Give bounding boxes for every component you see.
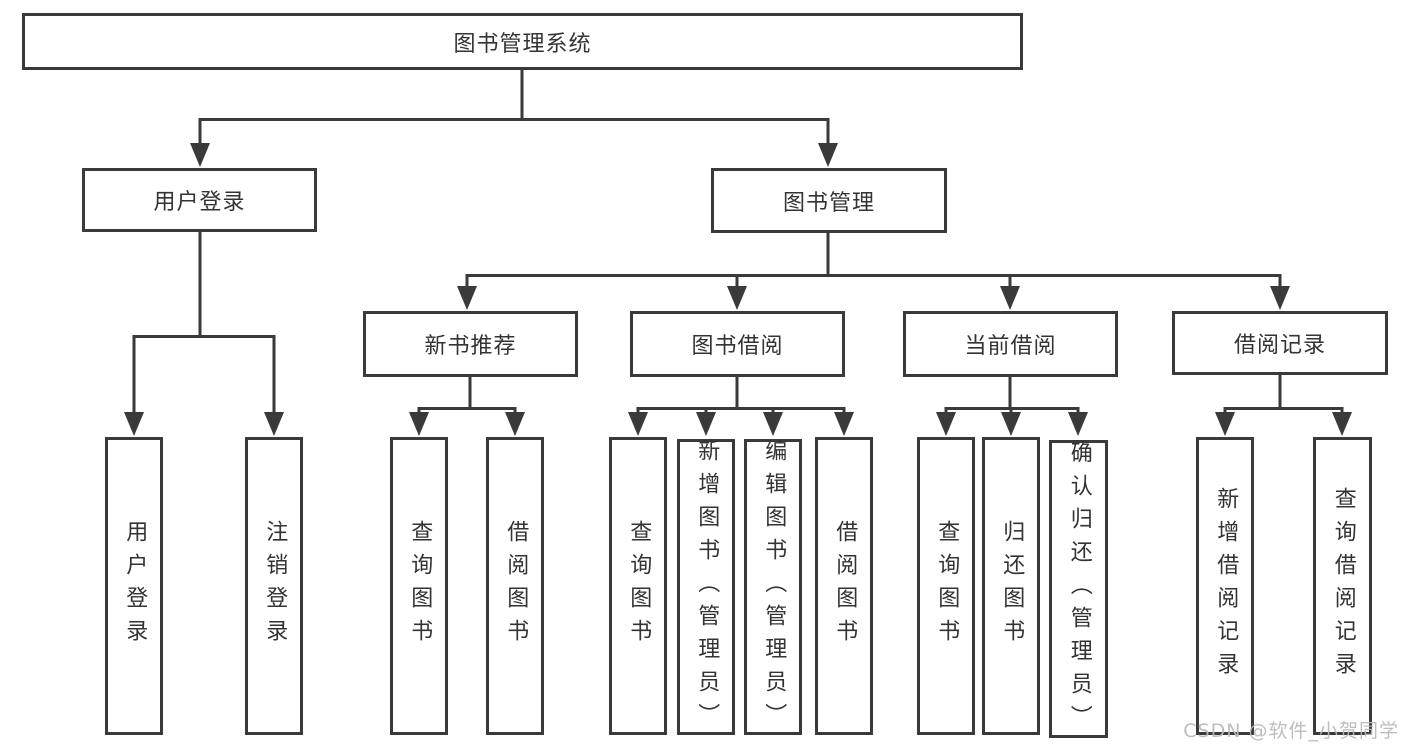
arrowhead — [1270, 286, 1290, 310]
node-borrow-records-label: 借阅记录 — [1233, 333, 1326, 358]
leaf-nbr-query-books: 查询图书 — [390, 437, 448, 735]
leaf-cb-confirm-return: 确认归还（管理员） — [1049, 440, 1108, 738]
leaf-nbr-query-books-label: 查询图书 — [407, 520, 433, 652]
arrowhead — [264, 412, 284, 436]
arrowhead — [763, 412, 783, 436]
arrowhead — [190, 143, 210, 167]
node-current-borrow: 当前借阅 — [903, 311, 1118, 377]
node-root: 图书管理系统 — [22, 13, 1023, 70]
arrowhead — [727, 286, 747, 310]
connector-user-login — [132, 232, 276, 418]
node-borrow-records: 借阅记录 — [1172, 311, 1388, 375]
arrowhead — [696, 412, 716, 436]
node-book-mgmt-label: 图书管理 — [782, 190, 875, 216]
node-current-borrow-label: 当前借阅 — [964, 334, 1057, 359]
leaf-br-add-record-label: 新增借阅记录 — [1213, 487, 1239, 685]
node-book-mgmt: 图书管理 — [711, 168, 947, 233]
node-new-book-rec-label: 新书推荐 — [424, 334, 517, 359]
node-user-login: 用户登录 — [82, 168, 317, 232]
arrowhead — [818, 143, 838, 167]
arrowhead — [1000, 286, 1020, 310]
arrowhead — [124, 412, 144, 436]
leaf-br-query-record: 查询借阅记录 — [1313, 437, 1372, 735]
leaf-logout-label: 注销登录 — [262, 520, 288, 652]
arrowhead — [1001, 412, 1021, 436]
leaf-bb-edit-books-label: 编辑图书（管理员） — [761, 438, 787, 736]
connector-book-mgmt — [465, 233, 1282, 292]
connector-root — [198, 70, 830, 150]
node-user-login-label: 用户登录 — [153, 190, 246, 215]
arrowhead — [1215, 412, 1235, 436]
node-new-book-rec: 新书推荐 — [363, 311, 578, 377]
arrowhead — [834, 412, 854, 436]
leaf-user-login-label: 用户登录 — [122, 520, 148, 652]
leaf-cb-query-books: 查询图书 — [917, 437, 975, 735]
arrowhead — [1068, 412, 1088, 436]
arrowhead — [409, 412, 429, 436]
connector-new-book-rec — [417, 377, 517, 420]
leaf-bb-query-books-label: 查询图书 — [626, 520, 652, 652]
leaf-cb-query-books-label: 查询图书 — [934, 520, 960, 652]
leaf-cb-return-books: 归还图书 — [982, 437, 1040, 735]
arrowhead — [936, 412, 956, 436]
node-book-borrow-label: 图书借阅 — [691, 334, 784, 359]
arrowhead — [457, 286, 477, 310]
leaf-cb-return-books-label: 归还图书 — [999, 520, 1025, 652]
node-root-label: 图书管理系统 — [453, 31, 592, 57]
arrowhead — [1332, 412, 1352, 436]
leaf-nbr-borrow-books: 借阅图书 — [486, 437, 544, 735]
leaf-bb-edit-books: 编辑图书（管理员） — [744, 438, 802, 736]
arrowhead — [505, 412, 525, 436]
leaf-cb-confirm-return-label: 确认归还（管理员） — [1066, 440, 1092, 738]
leaf-logout: 注销登录 — [245, 437, 303, 735]
node-book-borrow: 图书借阅 — [630, 311, 845, 377]
connector-borrow-records — [1223, 375, 1344, 420]
leaf-bb-add-books-label: 新增图书（管理员） — [694, 438, 720, 736]
leaf-br-query-record-label: 查询借阅记录 — [1330, 487, 1356, 685]
leaf-br-add-record: 新增借阅记录 — [1196, 437, 1254, 735]
leaf-user-login: 用户登录 — [105, 437, 163, 735]
leaf-bb-query-books: 查询图书 — [609, 437, 667, 735]
leaf-bb-borrow-books: 借阅图书 — [815, 437, 873, 735]
leaf-nbr-borrow-books-label: 借阅图书 — [503, 520, 529, 652]
arrowhead — [628, 412, 648, 436]
leaf-bb-borrow-books-label: 借阅图书 — [832, 520, 858, 652]
leaf-bb-add-books: 新增图书（管理员） — [677, 438, 735, 736]
csdn-watermark: CSDN @软件_小贺同学 — [1183, 720, 1399, 742]
connector-book-borrow — [636, 377, 846, 420]
arrowheads — [124, 143, 1352, 436]
